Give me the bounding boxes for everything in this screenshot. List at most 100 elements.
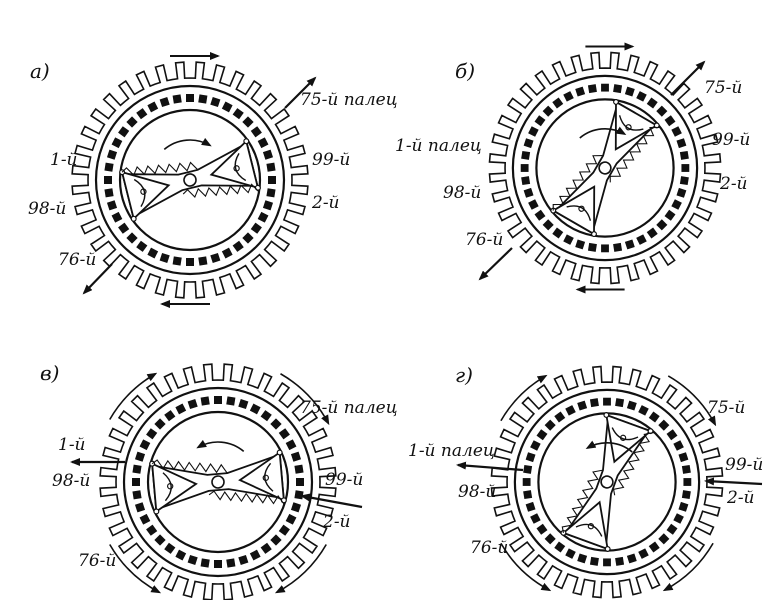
finger-block [106,200,118,211]
finger-block [589,398,599,408]
pointer-2 [300,493,363,509]
finger-block [250,126,262,138]
gear-teeth [99,363,337,600]
finger-block [613,242,623,252]
finger-block [626,553,637,564]
finger-block [294,490,304,500]
finger-block [134,451,146,462]
finger-block [172,256,182,266]
label-99: 99-й [725,455,763,475]
finger-block [658,533,670,545]
inner-rail [146,410,290,554]
hub [598,161,612,175]
outer-rail [122,386,314,578]
rotating-arm [550,98,661,238]
finger-block [214,396,222,404]
label-75: 75-й палец [300,90,398,110]
finger-block [186,258,194,266]
finger-block [601,83,609,92]
gear-teeth [490,365,724,599]
pointer-75 [670,60,706,96]
finger-block [257,211,269,223]
finger-block [126,116,138,128]
label-99: 99-й [312,150,350,170]
finger-block [198,94,208,104]
outer-rail [513,388,701,576]
finger-block [268,176,276,184]
finger-block [552,227,564,239]
finger-block [104,176,112,184]
finger-block [587,84,597,94]
panel-letter: б) [455,59,475,83]
finger-block [528,199,539,210]
gear-wheel [490,365,724,599]
finger-block [678,501,689,512]
finger-block [664,209,676,221]
finger-block [132,464,142,474]
finger-block [534,115,546,127]
finger-block [238,554,249,566]
finger-block [242,232,254,244]
rotation-arrow [163,137,212,150]
finger-block [257,137,269,149]
finger-block [520,164,529,172]
label-76: 76-й [470,538,508,558]
finger-block [111,137,123,149]
finger-block [260,542,272,554]
finger-block [104,188,114,198]
finger-block [290,451,302,462]
finger-block [285,513,297,525]
finger-block [175,403,187,415]
finger-block [673,513,684,524]
label-98: 98-й [28,199,66,219]
finger-block [232,108,244,120]
label-98: 98-й [443,183,481,203]
finger-block [673,440,684,451]
finger-block [587,242,597,252]
finger-block [214,560,222,568]
finger-block [681,164,690,172]
finger-block [139,439,151,451]
finger-block [296,478,304,486]
outer-rail [511,74,699,262]
finger-block [636,234,647,245]
finger-block [523,490,533,500]
label-98: 98-й [52,471,90,491]
finger-block [658,419,670,431]
finger-block [530,513,541,524]
label-2: 2-й [322,512,351,532]
finger-block [678,452,689,463]
finger-block [118,222,130,234]
panel-letter: в) [40,361,59,385]
finger-block [278,428,290,440]
finger-block [544,419,556,431]
label-75: 75-й [707,398,745,418]
finger-block [683,478,692,486]
pointer-75 [284,76,317,109]
panel-b: б) 75-й 1-й палец 99-й 98-й 2-й 76-й [395,42,750,294]
finger-block [210,96,221,108]
finger-block [544,533,556,545]
finger-block [648,411,660,423]
label-2: 2-й [311,193,340,213]
finger-block [242,116,254,128]
finger-block [146,524,158,536]
finger-block [294,464,304,474]
finger-block [646,97,658,109]
finger-block [638,548,649,559]
finger-block [552,97,564,109]
finger-block [260,410,272,422]
finger-block [278,524,290,536]
finger-block [290,502,302,513]
finger-block [111,211,123,223]
finger-block [536,523,548,535]
hub [600,475,614,489]
finger-block [521,150,531,160]
finger-block [147,101,159,113]
finger-block [226,396,236,406]
finger-block [186,94,194,102]
finger-block [666,523,678,535]
finger-block [664,115,676,127]
finger-block [666,429,678,441]
finger-block [575,86,586,97]
